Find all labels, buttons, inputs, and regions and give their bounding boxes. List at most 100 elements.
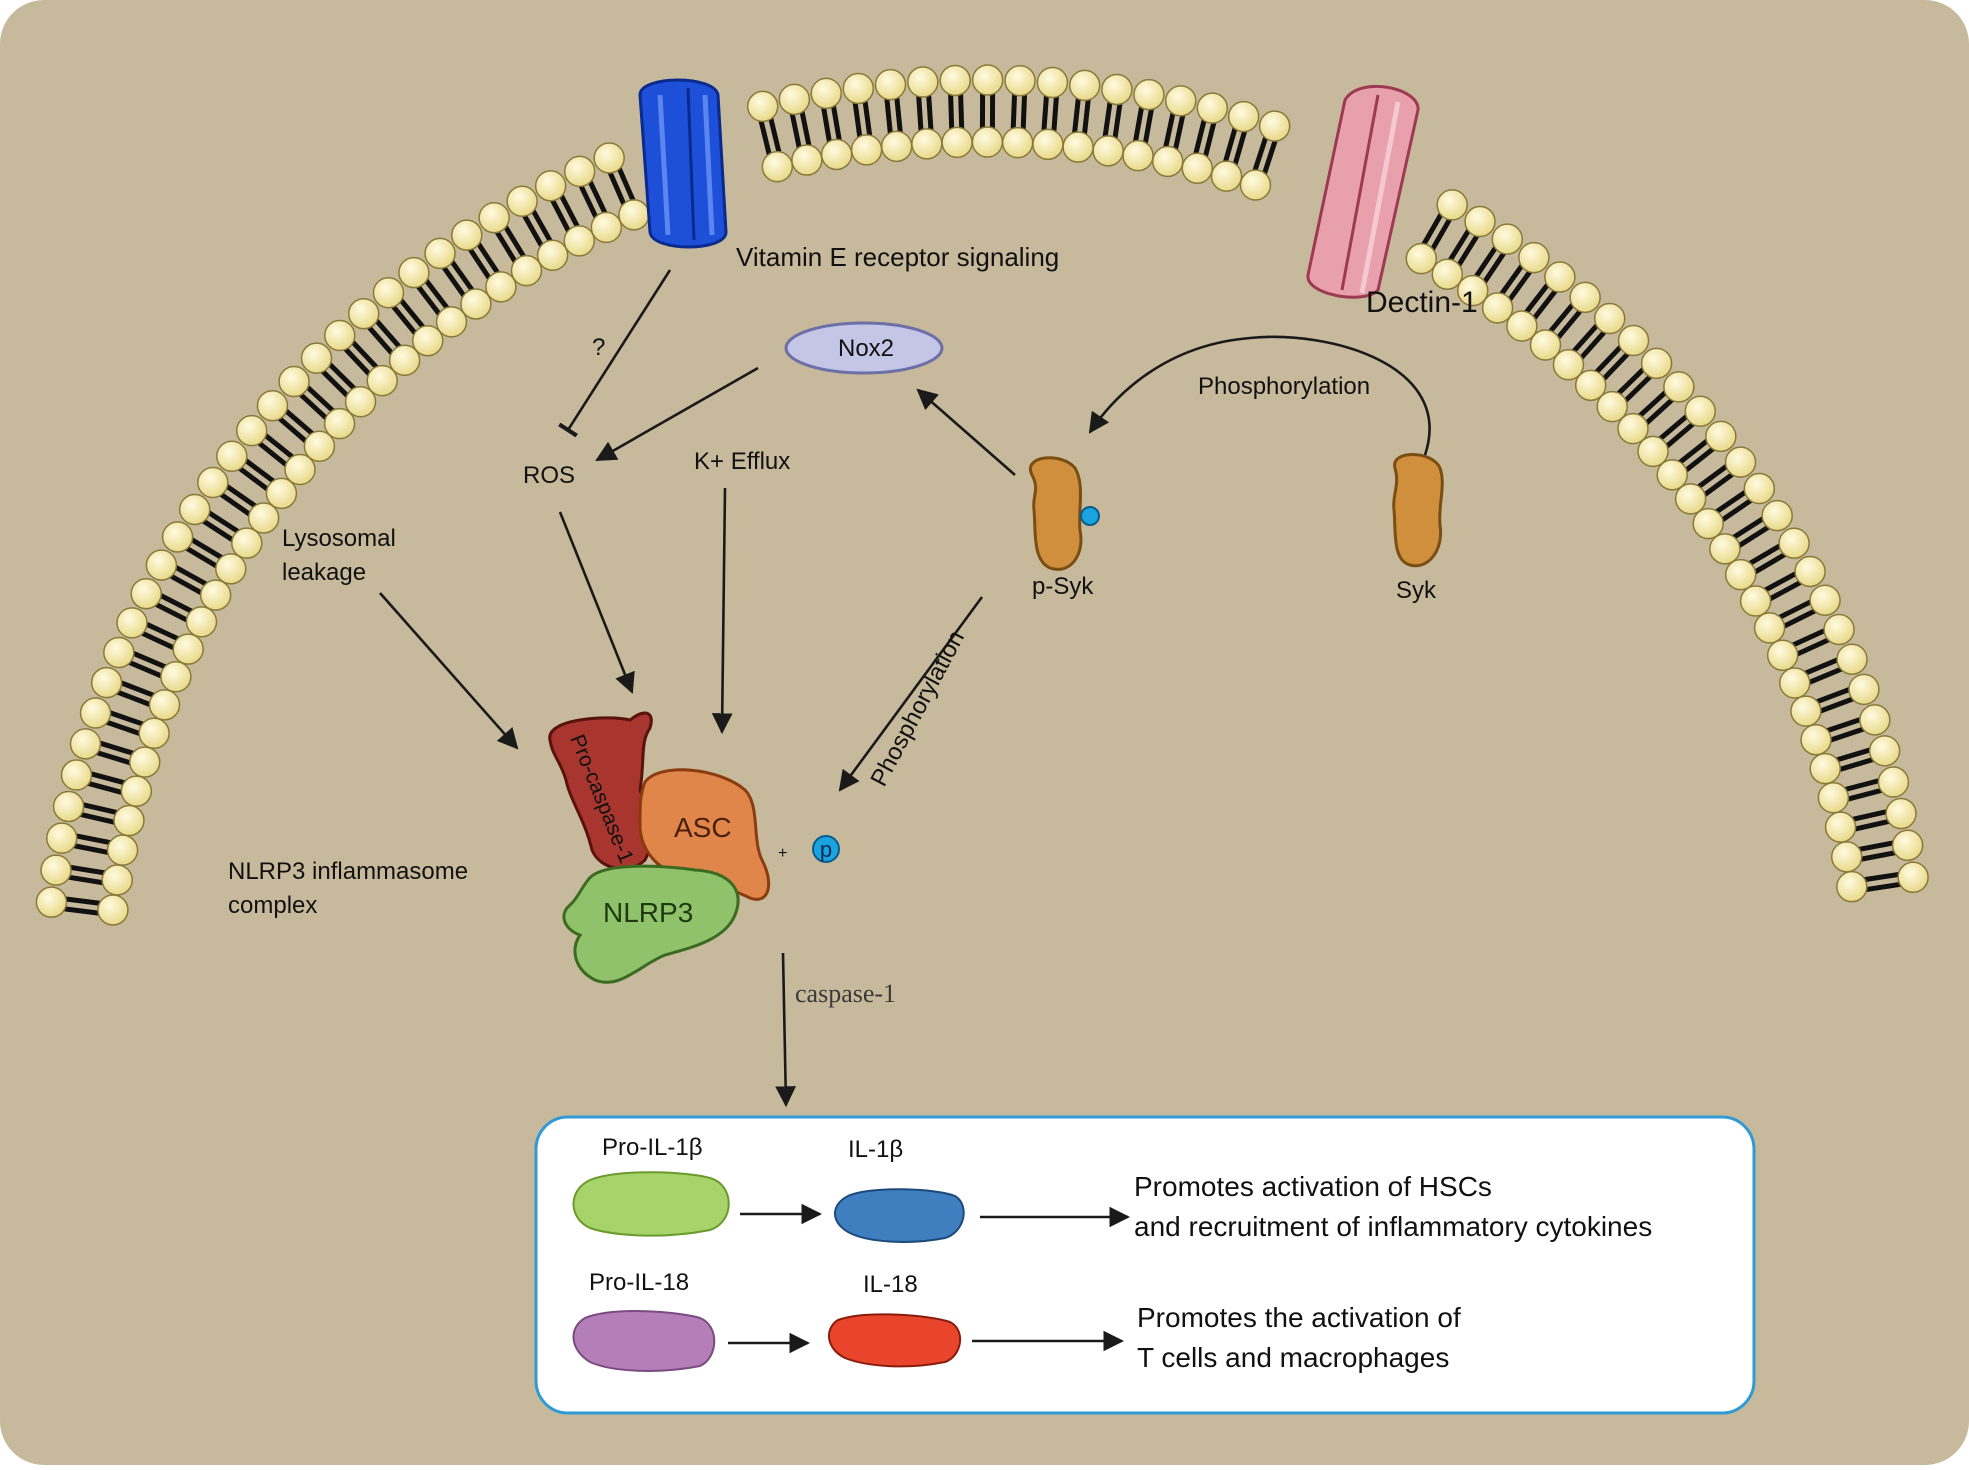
lipid-head: [41, 855, 71, 885]
lipid-head: [852, 135, 882, 165]
lipid-head: [1437, 190, 1467, 220]
il-18-shape: [829, 1314, 960, 1366]
pro-il-1b-label: Pro-IL-1β: [602, 1134, 703, 1161]
lipid-head: [1710, 534, 1740, 564]
lipid-head: [792, 145, 822, 175]
pro-il-18-shape: [574, 1311, 715, 1371]
lipid-head: [1570, 282, 1600, 312]
lipid-head: [131, 579, 161, 609]
lipid-head: [325, 321, 355, 351]
question-mark-label: ?: [592, 334, 605, 361]
vitamin-e-receptor: [640, 80, 726, 247]
lipid-head: [564, 226, 594, 256]
lipid-head: [594, 143, 624, 173]
lipid-head: [1166, 86, 1196, 116]
syk-protein: [1394, 455, 1443, 566]
lipid-head: [54, 791, 84, 821]
lipid-head: [1849, 674, 1879, 704]
lipid-head: [1886, 799, 1916, 829]
lipid-head: [163, 522, 193, 552]
lipid-head: [452, 220, 482, 250]
lipid-head: [1810, 585, 1840, 615]
lipid-head: [186, 607, 216, 637]
lipid-head: [70, 729, 100, 759]
lipid-head: [117, 608, 147, 638]
il-1b-label: IL-1β: [848, 1136, 903, 1163]
lipid-head: [942, 127, 972, 157]
phospho-p-label: p: [820, 837, 832, 862]
lipid-head: [150, 690, 180, 720]
lipid-head: [1134, 80, 1164, 110]
lipid-head: [908, 67, 938, 97]
il-18-effect-line2: T cells and macrophages: [1137, 1342, 1449, 1373]
pro-il-18-label: Pro-IL-18: [589, 1269, 689, 1296]
lipid-head: [1260, 111, 1290, 141]
lipid-head: [1818, 783, 1848, 813]
lipid-head: [1685, 396, 1715, 426]
lipid-head: [198, 468, 228, 498]
lipid-head: [811, 78, 841, 108]
lipid-head: [257, 391, 287, 421]
lipid-head: [1780, 668, 1810, 698]
lipid-head: [1197, 93, 1227, 123]
lipid-head: [972, 127, 1002, 157]
lipid-head: [130, 747, 160, 777]
lipid-head: [1893, 830, 1923, 860]
lipid-head: [1837, 872, 1867, 902]
lipid-head: [1832, 842, 1862, 872]
lipid-head: [1762, 501, 1792, 531]
il-18-effect-line1: Promotes the activation of: [1137, 1302, 1461, 1333]
lipid-head: [779, 84, 809, 114]
dectin-1-label: Dectin-1: [1366, 286, 1478, 319]
lipid-head: [882, 131, 912, 161]
lipid-head: [1664, 372, 1694, 402]
lipid-head: [121, 776, 151, 806]
lipid-head: [1744, 474, 1774, 504]
plus-label: +: [778, 845, 787, 862]
lipid-head: [1706, 421, 1736, 451]
lipid-head: [1003, 128, 1033, 158]
lipid-head: [1229, 102, 1259, 132]
lipid-head: [1545, 262, 1575, 292]
lipid-head: [1860, 705, 1890, 735]
lipid-head: [1642, 348, 1672, 378]
asc-label: ASC: [674, 812, 732, 843]
lipid-head: [822, 139, 852, 169]
lipid-head: [146, 550, 176, 580]
lipid-head: [507, 186, 537, 216]
lipid-head: [511, 256, 541, 286]
lipid-head: [139, 718, 169, 748]
lipid-head: [1063, 132, 1093, 162]
p-syk-label: p-Syk: [1032, 573, 1094, 600]
nlrp3-label: NLRP3: [603, 897, 693, 928]
lipid-head: [98, 895, 128, 925]
phosphorylation-top-label: Phosphorylation: [1198, 373, 1370, 400]
syk-label: Syk: [1396, 577, 1437, 604]
lipid-head: [1037, 67, 1067, 97]
lipid-head: [1837, 644, 1867, 674]
lipid-head: [173, 634, 203, 664]
lipid-head: [1791, 696, 1821, 726]
ros-label: ROS: [523, 462, 575, 489]
lipid-head: [399, 258, 429, 288]
lipid-head: [1406, 244, 1436, 274]
lipid-head: [1240, 170, 1270, 200]
lipid-head: [108, 835, 138, 865]
lipid-head: [349, 299, 379, 329]
phospho-group-small: [1081, 507, 1099, 525]
lipid-head: [1870, 736, 1900, 766]
lipid-head: [237, 416, 267, 446]
lipid-head: [1824, 614, 1854, 644]
lipid-head: [1465, 207, 1495, 237]
lipid-head: [1153, 146, 1183, 176]
il-1b-effect-line2: and recruitment of inflammatory cytokine…: [1134, 1211, 1652, 1242]
lipid-head: [114, 806, 144, 836]
lipid-head: [104, 638, 134, 668]
lysosomal-label-line1: Lysosomal: [282, 525, 396, 552]
lipid-head: [1033, 129, 1063, 159]
lipid-head: [843, 73, 873, 103]
lipid-head: [1212, 161, 1242, 191]
lipid-head: [1726, 560, 1756, 590]
lipid-head: [180, 494, 210, 524]
lipid-head: [36, 887, 66, 917]
